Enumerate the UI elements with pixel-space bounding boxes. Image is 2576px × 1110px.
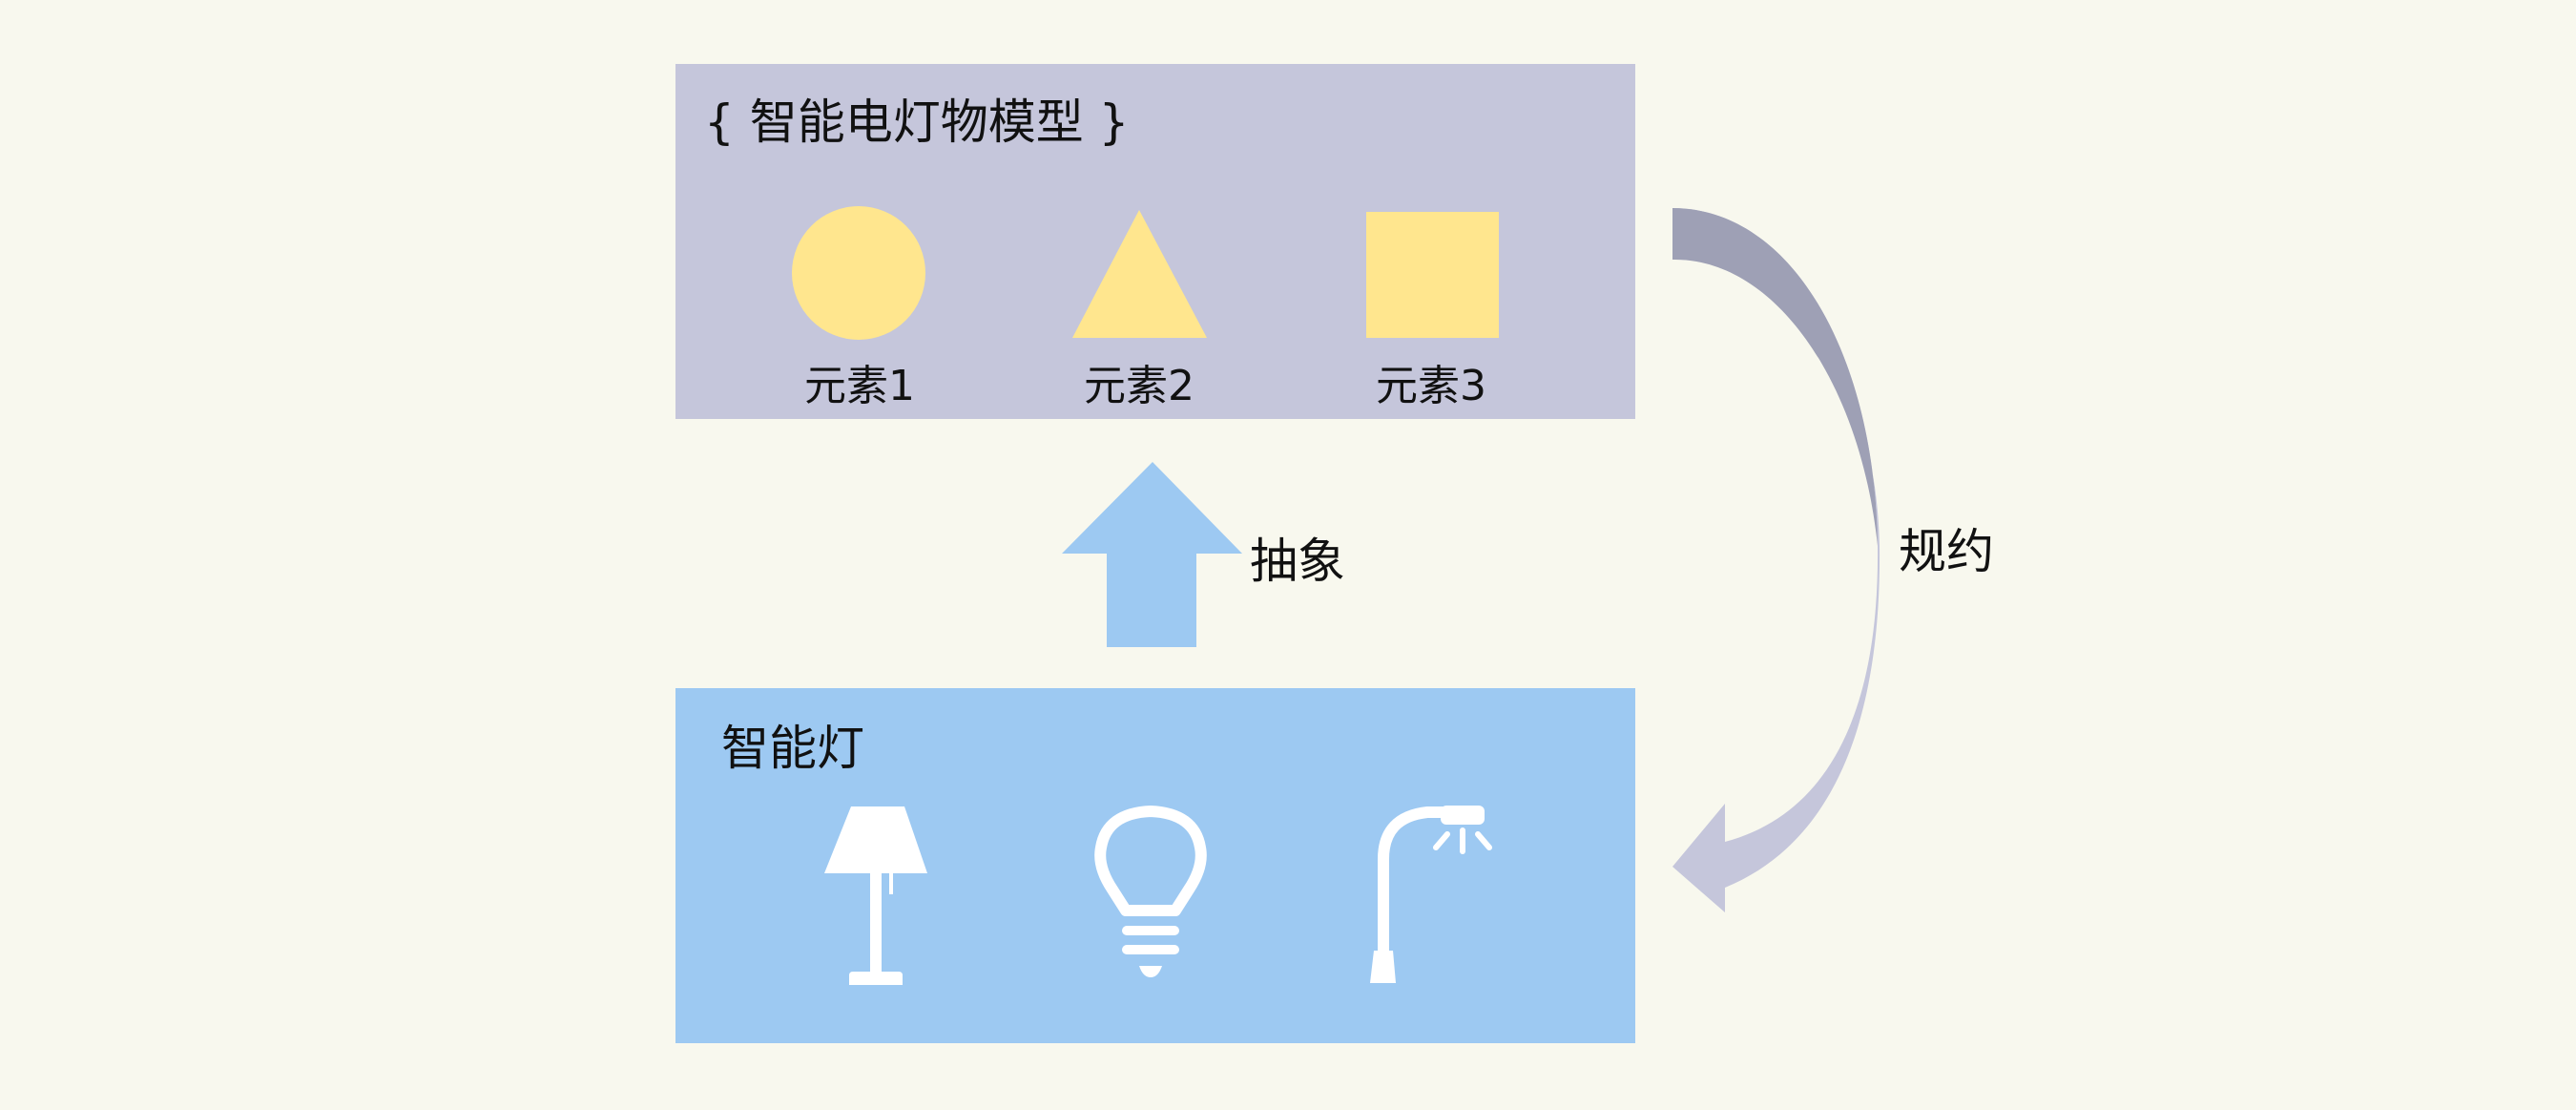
reduce-label: 规约 — [1899, 524, 1994, 579]
abstract-arrow — [1062, 462, 1242, 647]
thing-model-title: { 智能电灯物模型 } — [704, 94, 1130, 150]
element-square-shape — [1366, 212, 1499, 338]
reduce-curved-arrow-shade — [1672, 208, 1878, 546]
abstract-label: 抽象 — [1250, 534, 1345, 589]
element-circle-shape — [792, 206, 925, 340]
element-triangle-shape — [1072, 210, 1207, 338]
element-1-label: 元素1 — [804, 362, 915, 410]
reduce-curved-arrow — [1672, 208, 1880, 912]
table-lamp-icon — [824, 806, 927, 985]
smart-lamp-title: 智能灯 — [721, 721, 864, 776]
street-lamp-icon — [1370, 806, 1492, 983]
light-bulb-icon — [1094, 806, 1207, 977]
element-2-label: 元素2 — [1084, 362, 1195, 410]
element-3-label: 元素3 — [1376, 362, 1486, 410]
